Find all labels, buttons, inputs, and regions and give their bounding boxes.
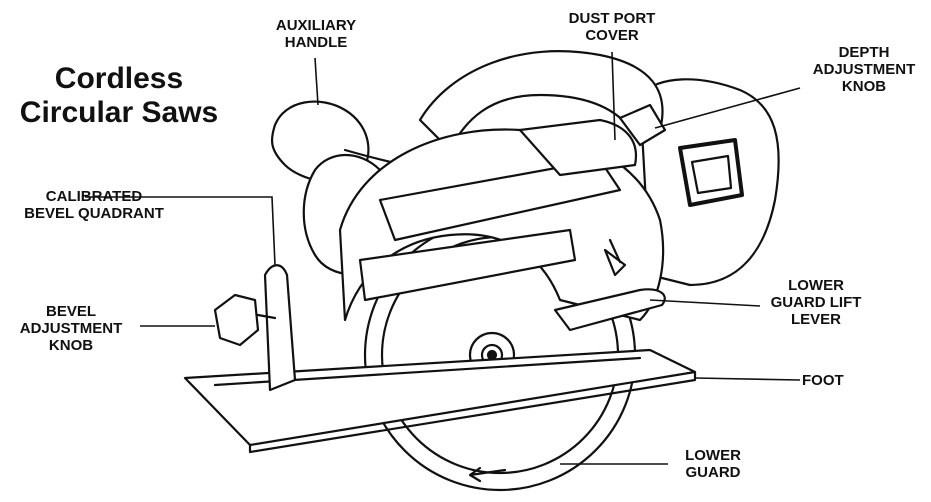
leader-depth-knob bbox=[654, 87, 801, 129]
title-line-2: Circular Saws bbox=[19, 96, 219, 129]
label-line: DUST PORT bbox=[568, 10, 656, 27]
battery-window bbox=[678, 138, 744, 207]
leader-lift-lever bbox=[649, 299, 761, 307]
bevel-knob bbox=[213, 293, 260, 347]
battery-pack bbox=[638, 78, 780, 287]
label-calibrated-bevel-quadrant: CALIBRATED BEVEL QUADRANT bbox=[6, 188, 182, 222]
label-auxiliary-handle: AUXILIARY HANDLE bbox=[258, 17, 374, 51]
rotation-arrow-top bbox=[603, 238, 627, 277]
label-line: COVER bbox=[585, 27, 639, 44]
label-depth-adjustment-knob: DEPTH ADJUSTMENT KNOB bbox=[800, 44, 928, 95]
label-bevel-adjustment-knob: BEVEL ADJUSTMENT KNOB bbox=[0, 303, 142, 354]
label-line: GUARD bbox=[685, 464, 741, 481]
label-line: AUXILIARY bbox=[275, 17, 357, 34]
label-line: GUARD LIFT bbox=[770, 294, 862, 311]
page-title: Cordless Circular Saws bbox=[4, 62, 234, 130]
label-line: ADJUSTMENT bbox=[812, 61, 916, 78]
depth-knob bbox=[618, 103, 667, 147]
label-dust-port-cover: DUST PORT COVER bbox=[552, 10, 672, 44]
label-line: KNOB bbox=[841, 78, 887, 95]
label-line: BEVEL bbox=[45, 303, 96, 320]
label-lower-guard: LOWER GUARD bbox=[668, 447, 758, 481]
label-line: HANDLE bbox=[284, 34, 348, 51]
label-line: KNOB bbox=[48, 337, 94, 354]
label-line: CALIBRATED bbox=[45, 188, 143, 205]
label-line: DEPTH bbox=[838, 44, 890, 61]
rotation-arrow-bottom bbox=[468, 466, 507, 483]
title-line-1: Cordless bbox=[54, 62, 184, 95]
label-foot: FOOT bbox=[802, 372, 862, 389]
label-line: LEVER bbox=[790, 311, 841, 328]
label-line: ADJUSTMENT bbox=[19, 320, 123, 337]
dust-port-cover bbox=[518, 118, 638, 177]
leader-auxiliary-handle bbox=[314, 57, 319, 106]
label-line: LOWER bbox=[685, 447, 741, 464]
leader-dust-port-cover bbox=[611, 51, 616, 141]
leader-foot bbox=[694, 377, 801, 381]
label-line: FOOT bbox=[802, 372, 844, 389]
label-line: BEVEL QUADRANT bbox=[24, 205, 164, 222]
bevel-quadrant bbox=[263, 264, 297, 392]
label-line: LOWER bbox=[788, 277, 844, 294]
label-lower-guard-lift-lever: LOWER GUARD LIFT LEVER bbox=[758, 277, 874, 328]
lift-lever bbox=[553, 288, 666, 332]
leader-bevel-quadrant bbox=[85, 196, 276, 266]
